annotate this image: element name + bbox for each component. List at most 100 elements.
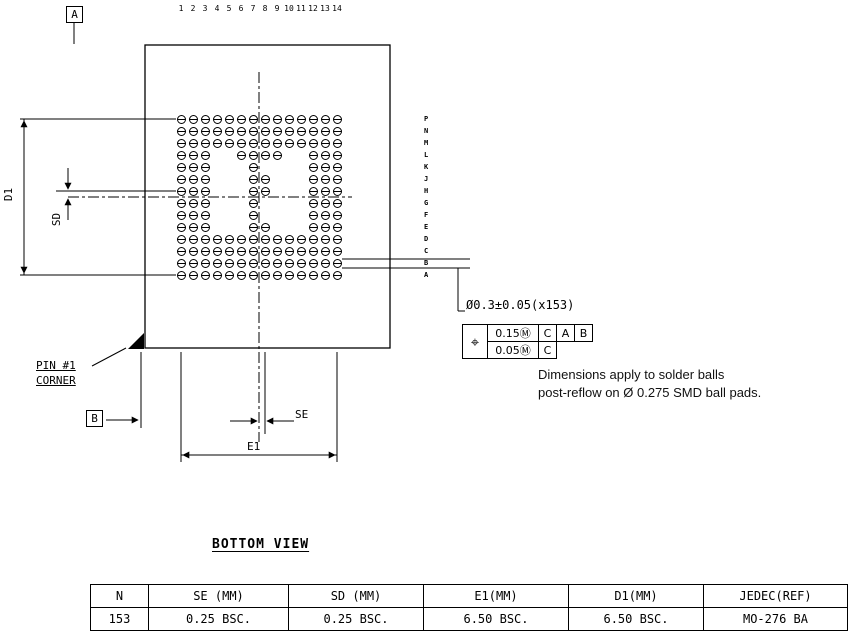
solder-ball [248, 114, 258, 124]
solder-ball [212, 234, 222, 244]
solder-ball [176, 186, 186, 196]
solder-ball [176, 126, 186, 136]
solder-ball [248, 198, 258, 208]
column-label: 7 [250, 4, 256, 13]
solder-ball [236, 126, 246, 136]
row-label: B [424, 259, 429, 267]
solder-ball [224, 138, 234, 148]
solder-ball [176, 258, 186, 268]
solder-ball [176, 174, 186, 184]
solder-ball [248, 162, 258, 172]
solder-ball [272, 150, 282, 160]
solder-ball [236, 138, 246, 148]
sd-dimension [56, 168, 176, 220]
solder-ball [248, 234, 258, 244]
datum-a-label: A [71, 8, 78, 21]
solder-ball [176, 138, 186, 148]
solder-ball [200, 138, 210, 148]
solder-ball [188, 246, 198, 256]
solder-ball [332, 198, 342, 208]
solder-ball [200, 198, 210, 208]
solder-ball [308, 246, 318, 256]
ball-callout-leader [342, 258, 470, 312]
pin1-line1: PIN #1 [36, 359, 76, 372]
pin1-corner-label: PIN #1 CORNER [36, 358, 76, 388]
solder-ball [212, 270, 222, 280]
row-label: M [424, 139, 429, 147]
solder-ball [248, 246, 258, 256]
row-label: K [424, 163, 429, 171]
solder-ball [236, 270, 246, 280]
position-symbol: ⌖ [462, 324, 488, 359]
solder-ball [176, 150, 186, 160]
solder-ball [248, 210, 258, 220]
solder-ball [260, 138, 270, 148]
solder-ball [248, 126, 258, 136]
spec-cell: 6.50 BSC. [423, 607, 569, 631]
datum-reference: B [574, 324, 593, 342]
solder-ball [200, 174, 210, 184]
solder-ball [200, 246, 210, 256]
solder-ball [320, 246, 330, 256]
dim-label-e1: E1 [247, 440, 261, 453]
solder-ball [260, 150, 270, 160]
e1-dimension [180, 352, 338, 462]
solder-ball [332, 270, 342, 280]
solder-ball [176, 270, 186, 280]
spec-cell: 6.50 BSC. [568, 607, 704, 631]
column-label: 2 [190, 4, 196, 13]
solder-ball [308, 150, 318, 160]
datum-reference: A [556, 324, 575, 342]
solder-ball [212, 258, 222, 268]
solder-ball [308, 138, 318, 148]
d1-dimension [20, 118, 176, 276]
solder-ball [308, 270, 318, 280]
datum-b-label: B [91, 412, 98, 425]
solder-ball [212, 114, 222, 124]
solder-ball [320, 258, 330, 268]
reflow-note: Dimensions apply to solder balls post-re… [538, 366, 761, 402]
solder-ball [224, 258, 234, 268]
column-label: 1 [178, 4, 184, 13]
solder-ball [200, 114, 210, 124]
pin1-line2: CORNER [36, 374, 76, 387]
solder-ball [296, 126, 306, 136]
solder-ball [176, 222, 186, 232]
solder-ball [284, 114, 294, 124]
dim-label-d1: D1 [2, 187, 16, 202]
solder-ball [188, 186, 198, 196]
solder-ball [188, 210, 198, 220]
solder-ball [272, 234, 282, 244]
solder-ball [320, 198, 330, 208]
dim-label-sd: SD [50, 212, 64, 227]
solder-ball [260, 186, 270, 196]
solder-ball [212, 126, 222, 136]
solder-ball [212, 246, 222, 256]
solder-ball [332, 126, 342, 136]
solder-ball [332, 138, 342, 148]
solder-ball [284, 246, 294, 256]
solder-ball [224, 270, 234, 280]
spec-header-cell: N [90, 584, 149, 608]
package-outline [144, 44, 391, 349]
ball-diameter-spec: Ø0.3±0.05(x153) [466, 298, 575, 312]
spec-cell: 0.25 BSC. [288, 607, 424, 631]
solder-ball [296, 270, 306, 280]
solder-ball [176, 198, 186, 208]
solder-ball [320, 270, 330, 280]
solder-ball [308, 126, 318, 136]
solder-ball [284, 138, 294, 148]
solder-ball [296, 258, 306, 268]
solder-ball [320, 210, 330, 220]
solder-ball [176, 234, 186, 244]
solder-ball [260, 174, 270, 184]
row-label: H [424, 187, 429, 195]
solder-ball [332, 174, 342, 184]
spec-header-cell: SD (MM) [288, 584, 424, 608]
solder-ball [236, 246, 246, 256]
solder-ball [188, 162, 198, 172]
